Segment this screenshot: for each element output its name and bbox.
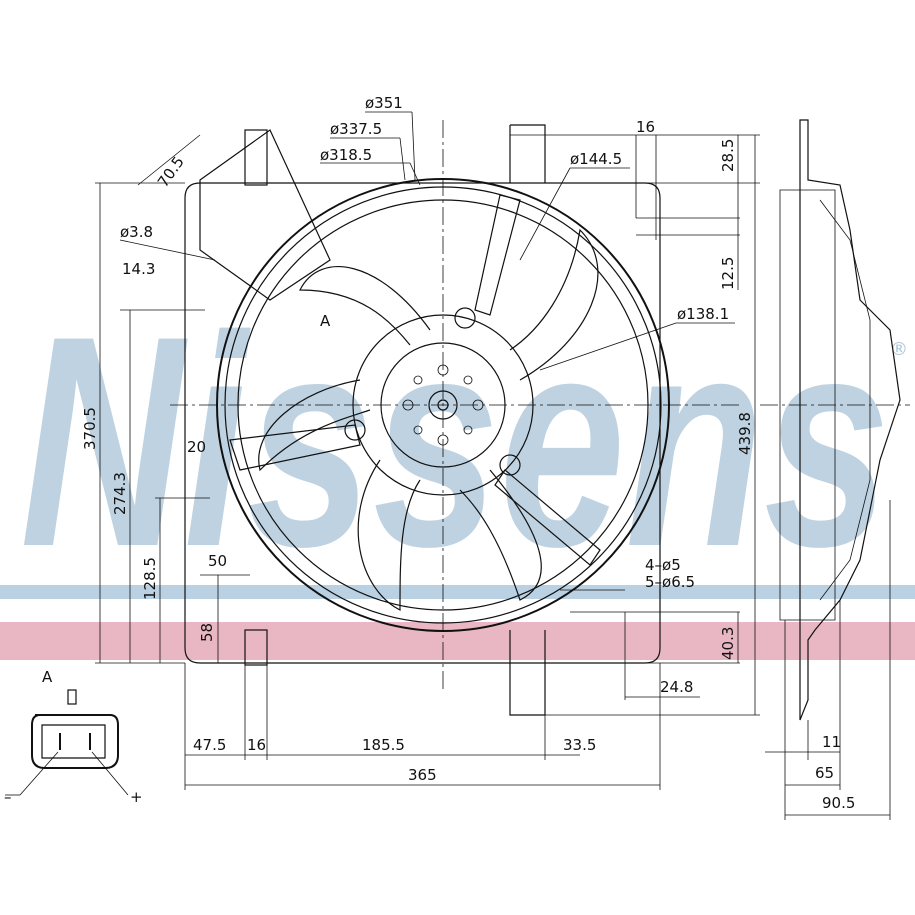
dim-439-8: 439.8 bbox=[736, 412, 754, 455]
dimension-lines bbox=[95, 111, 760, 790]
dim-holes-4-dia-5: 4–ø5 bbox=[645, 556, 681, 574]
connector-detail-a: A – + bbox=[4, 668, 143, 806]
dim-274-3: 274.3 bbox=[111, 472, 129, 515]
dim-47-5: 47.5 bbox=[193, 736, 226, 754]
dim-128-5: 128.5 bbox=[141, 557, 159, 600]
section-marker-a: A bbox=[320, 312, 331, 330]
connector-plus: + bbox=[130, 788, 143, 806]
dim-dia-337-5: ø337.5 bbox=[330, 120, 382, 138]
watermark-logo: Nissens bbox=[20, 273, 890, 609]
dim-90-5: 90.5 bbox=[822, 794, 855, 812]
connector-bracket bbox=[199, 129, 331, 301]
dim-65: 65 bbox=[815, 764, 834, 782]
dim-50: 50 bbox=[208, 552, 227, 570]
dim-11: 11 bbox=[822, 733, 841, 751]
dim-33-5: 33.5 bbox=[563, 736, 596, 754]
dim-16-bottom: 16 bbox=[247, 736, 266, 754]
front-view-dimensions: ø351 ø337.5 ø318.5 70.5 ø3.8 14.3 A 370.… bbox=[81, 94, 754, 784]
dim-dia-351: ø351 bbox=[365, 94, 403, 112]
dim-370-5: 370.5 bbox=[81, 407, 99, 450]
dim-70-5: 70.5 bbox=[154, 153, 188, 191]
watermark-band-pink bbox=[0, 622, 915, 660]
dim-dia-138-1: ø138.1 bbox=[677, 305, 729, 323]
connector-label-a: A bbox=[42, 668, 53, 686]
side-view: 11 65 90.5 bbox=[765, 119, 901, 820]
dim-16-top: 16 bbox=[636, 118, 655, 136]
dim-dia-318-5: ø318.5 bbox=[320, 146, 372, 164]
dim-24-8: 24.8 bbox=[660, 678, 693, 696]
dim-20: 20 bbox=[187, 438, 206, 456]
dim-28-5: 28.5 bbox=[719, 139, 737, 172]
watermark-band-blue bbox=[0, 585, 915, 599]
dim-14-3: 14.3 bbox=[122, 260, 155, 278]
dim-185-5: 185.5 bbox=[362, 736, 405, 754]
dim-dia-3-8: ø3.8 bbox=[120, 223, 153, 241]
watermark-registered: ® bbox=[890, 339, 908, 360]
dim-40-3: 40.3 bbox=[719, 627, 737, 660]
dim-58: 58 bbox=[198, 623, 216, 642]
connector-minus: – bbox=[4, 788, 12, 806]
dim-holes-5-dia-6-5: 5–ø6.5 bbox=[645, 573, 695, 591]
dim-365: 365 bbox=[408, 766, 437, 784]
dim-dia-144-5: ø144.5 bbox=[570, 150, 622, 168]
dim-12-5: 12.5 bbox=[719, 257, 737, 290]
